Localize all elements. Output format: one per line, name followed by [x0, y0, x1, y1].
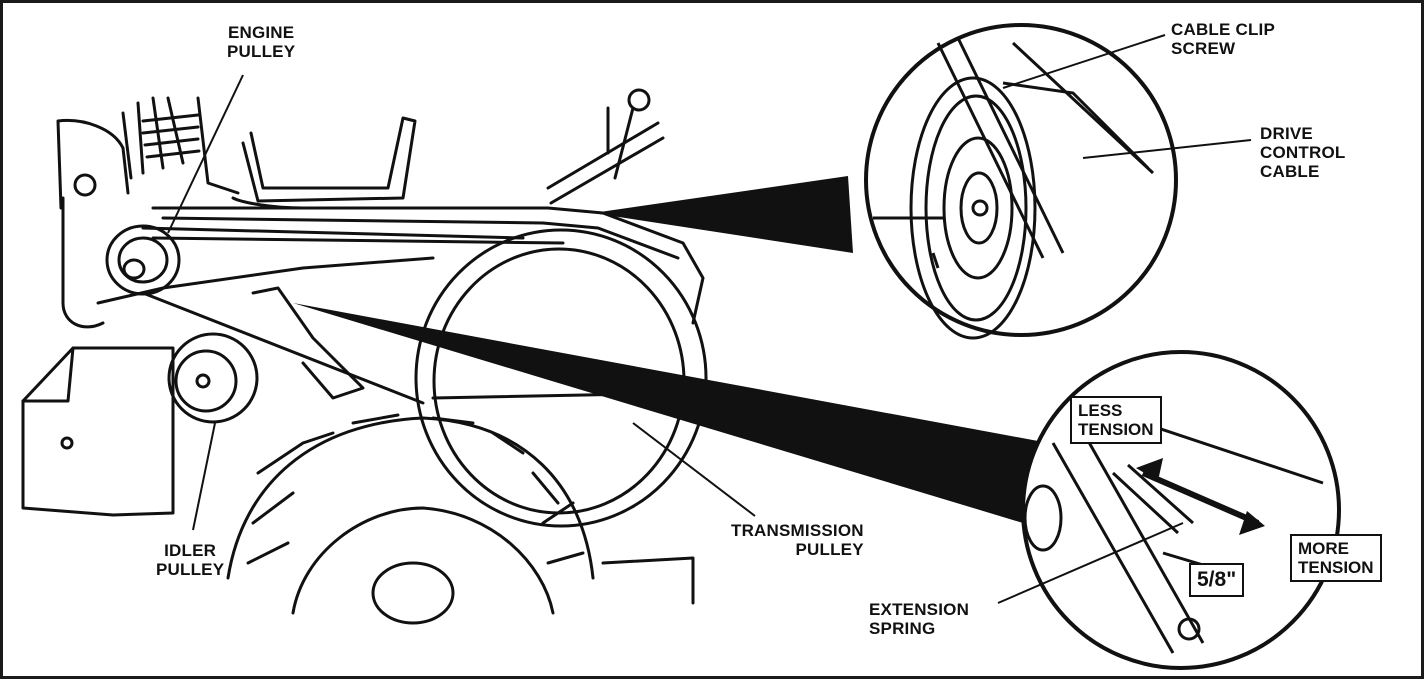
idler-pulley-label: IDLER PULLEY	[156, 541, 225, 579]
cable-clip-screw-leader	[1002, 34, 1166, 89]
upper-detail-circle	[864, 23, 1178, 340]
measurement-box: 5/8"	[1189, 563, 1245, 597]
idler-pulley-drawing	[167, 286, 365, 424]
engine-pulley-leader	[167, 74, 244, 234]
handle-rods	[546, 88, 665, 205]
cable-clip-screw-label: CABLE CLIP SCREW	[1171, 20, 1275, 58]
engine-pulley-drawing	[105, 224, 525, 405]
drive-control-cable-label: DRIVE CONTROL CABLE	[1260, 124, 1346, 181]
less-tension-box: LESS TENSION	[1070, 396, 1162, 444]
extension-spring-leader	[997, 522, 1184, 604]
idler-pulley-leader	[192, 422, 216, 531]
drive-control-cable-leader	[1082, 139, 1252, 159]
belt-guard	[61, 196, 705, 329]
transmission-pulley-label: TRANSMISSION PULLEY	[731, 521, 864, 559]
engine-pulley-label: ENGINE PULLEY	[227, 23, 296, 61]
leader-lines	[167, 34, 1252, 604]
engine-housing	[56, 96, 417, 210]
upper-zoom-cone	[593, 176, 853, 253]
extension-spring-label: EXTENSION SPRING	[869, 600, 970, 638]
more-tension-box: MORE TENSION	[1290, 534, 1382, 582]
lower-zoom-cone	[293, 303, 1038, 523]
tire-drawing	[226, 413, 595, 625]
front-housing	[21, 346, 175, 517]
transmission-pulley-leader	[632, 422, 756, 517]
